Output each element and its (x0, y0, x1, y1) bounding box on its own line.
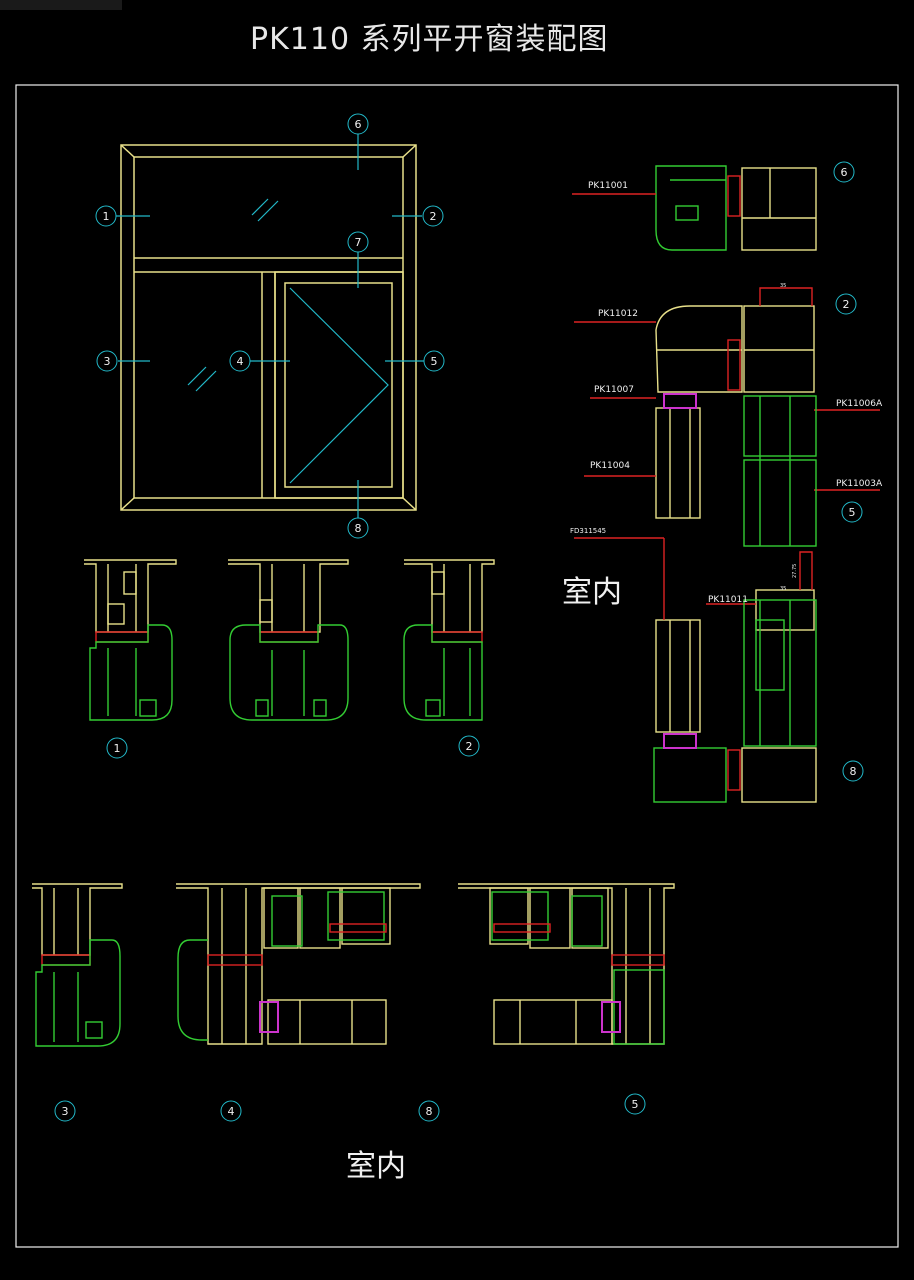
callout-5-vsection: 5 (841, 501, 863, 523)
corner-tab (0, 0, 122, 10)
svg-text:6: 6 (841, 166, 848, 179)
svg-text:2: 2 (430, 210, 437, 223)
callout-3-bottom: 3 (54, 1100, 76, 1122)
callout-4-bottom: 4 (220, 1100, 242, 1122)
callout-2-right: 2 (422, 205, 444, 227)
label-pk11006a: PK11006A (836, 399, 883, 409)
section-profile-3-bottom (32, 883, 123, 1047)
section-profile-middle (228, 559, 349, 721)
svg-text:4: 4 (237, 355, 244, 368)
dim-35-top: 35 (780, 283, 786, 289)
callout-2-section: 2 (458, 735, 480, 757)
svg-text:3: 3 (104, 355, 111, 368)
callout-2-vsection: 2 (835, 293, 857, 315)
svg-text:5: 5 (849, 506, 856, 519)
label-pk11007: PK11007 (594, 385, 634, 395)
window-elevation (120, 144, 417, 511)
svg-text:5: 5 (431, 355, 438, 368)
svg-text:7: 7 (355, 236, 362, 249)
svg-text:2: 2 (466, 740, 473, 753)
vertical-section-2-5 (572, 193, 880, 803)
label-pk11012: PK11012 (598, 309, 638, 319)
callout-4-mullion: 4 (229, 350, 251, 372)
section-profile-5-bottom (458, 883, 675, 1045)
svg-text:6: 6 (355, 118, 362, 131)
svg-text:4: 4 (228, 1105, 235, 1118)
drawing-title: PK110 系列平开窗装配图 (250, 22, 609, 57)
section-profile-4-8-bottom (176, 883, 421, 1045)
svg-text:1: 1 (103, 210, 110, 223)
label-pk11001: PK11001 (588, 181, 628, 191)
svg-text:5: 5 (632, 1098, 639, 1111)
sheet-border (15, 84, 899, 1248)
callout-5-bottom: 5 (624, 1093, 646, 1115)
callout-8-bottom-row: 8 (418, 1100, 440, 1122)
callout-1-section: 1 (106, 737, 128, 759)
dim-27-75: 27.75 (792, 564, 798, 578)
indoor-label-bottom: 室内 (346, 1149, 406, 1184)
callout-8-vsection: 8 (842, 760, 864, 782)
svg-text:3: 3 (62, 1105, 69, 1118)
section-profile-2 (403, 559, 495, 721)
callout-3-left: 3 (96, 350, 118, 372)
window-sash-lines (116, 134, 424, 518)
indoor-label-right: 室内 (562, 575, 622, 610)
svg-text:1: 1 (114, 742, 121, 755)
svg-text:2: 2 (843, 298, 850, 311)
svg-text:8: 8 (355, 522, 362, 535)
callout-6-right: 6 (833, 161, 855, 183)
callout-8-bottom: 8 (347, 517, 369, 539)
callout-1-left: 1 (95, 205, 117, 227)
svg-text:8: 8 (850, 765, 857, 778)
svg-text:8: 8 (426, 1105, 433, 1118)
section-profile-1 (84, 559, 177, 721)
callout-7: 7 (347, 231, 369, 253)
label-pk11003a: PK11003A (836, 479, 883, 489)
label-pk11004: PK11004 (590, 461, 630, 471)
callout-6-top: 6 (347, 113, 369, 135)
dim-35-mid: 35 (780, 586, 786, 592)
vertical-section-6 (655, 165, 817, 251)
label-fd311545: FD311545 (570, 527, 606, 535)
label-pk11011: PK11011 (708, 595, 748, 605)
callout-5-right: 5 (423, 350, 445, 372)
